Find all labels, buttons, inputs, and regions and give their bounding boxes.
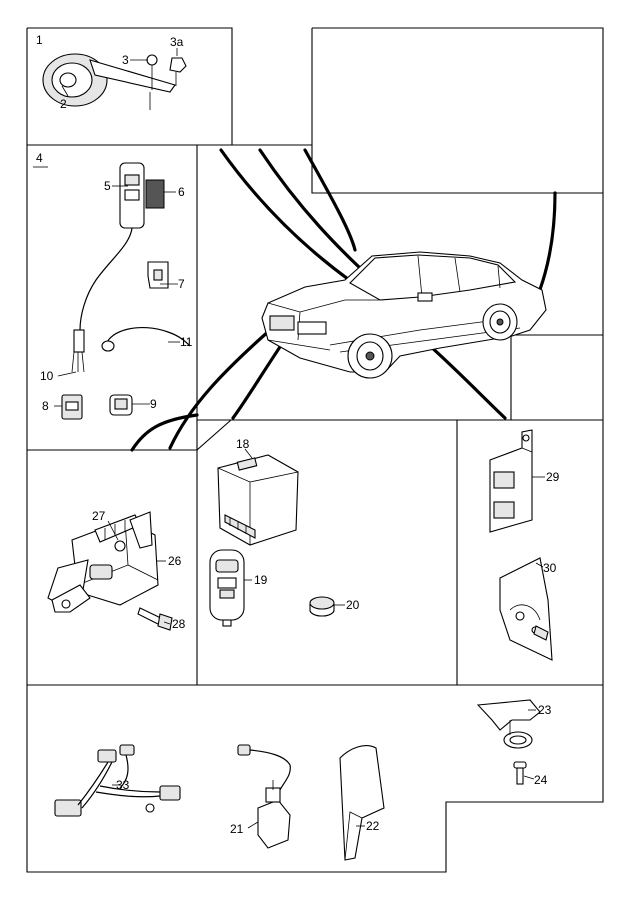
remote-key-fob	[209, 549, 245, 627]
callout-23: 23	[538, 703, 552, 717]
pin-24	[513, 761, 527, 785]
cover-panel	[339, 745, 385, 861]
callout-1: 1	[36, 33, 43, 47]
callout-18: 18	[236, 437, 250, 451]
callout-22: 22	[366, 819, 380, 833]
remote-transmitter-assembly	[61, 162, 191, 420]
coin-battery	[309, 596, 335, 617]
callout-29: 29	[546, 470, 560, 484]
siren-assembly	[47, 511, 173, 631]
leaders-section-1	[61, 48, 178, 97]
callout-33: 33	[116, 778, 130, 792]
callout-3a: 3a	[170, 35, 184, 49]
callout-11: 11	[180, 335, 193, 349]
leaders-section-4	[54, 185, 180, 407]
callout-28: 28	[172, 617, 186, 631]
bracket-23	[476, 699, 541, 749]
callout-26: 26	[168, 554, 182, 568]
callout-10: 10	[40, 369, 54, 383]
callout-27: 27	[92, 509, 106, 523]
leaders-siren	[107, 520, 171, 625]
callout-labels: 1 2 3 3a 4 5 6 7 8 9 10 11 18 19 20 21 2…	[36, 33, 560, 836]
car-illustration	[261, 251, 547, 379]
callout-4: 4	[36, 151, 43, 165]
callout-24: 24	[534, 773, 548, 787]
callout-5: 5	[104, 179, 111, 193]
callout-30: 30	[543, 561, 557, 575]
callout-20: 20	[346, 598, 360, 612]
callout-8: 8	[42, 399, 49, 413]
actuator	[237, 744, 291, 849]
callout-9: 9	[150, 397, 157, 411]
callout-19: 19	[254, 573, 268, 587]
wiring-harness	[54, 744, 181, 817]
horn-assembly	[42, 53, 187, 110]
callout-7: 7	[178, 277, 185, 291]
leaders-bottom	[112, 709, 536, 829]
callout-3: 3	[122, 53, 129, 67]
bracket-29	[489, 429, 533, 533]
callout-2: 2	[60, 97, 67, 111]
section-frames	[26, 27, 604, 873]
bracket-30	[499, 557, 553, 661]
control-module	[217, 454, 299, 546]
callout-6: 6	[178, 185, 185, 199]
leaders-module	[244, 448, 345, 606]
leaders-brackets	[532, 476, 545, 568]
callout-21: 21	[230, 822, 244, 836]
